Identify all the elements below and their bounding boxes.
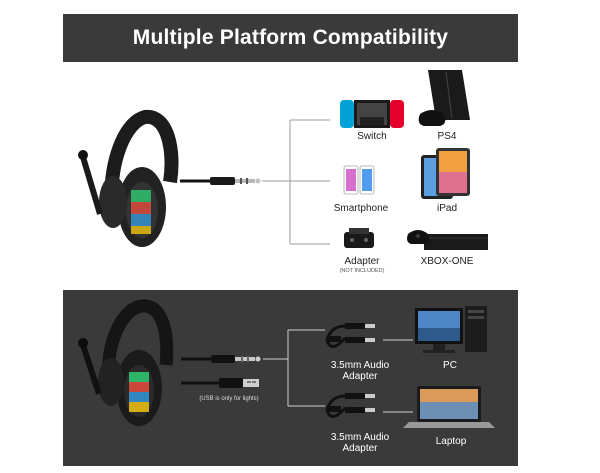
adapter-image xyxy=(344,228,374,248)
device-label-ps4: PS4 xyxy=(437,131,457,142)
device-label-adapter: Adapter xyxy=(344,256,380,267)
device-label-xbox-one: XBOX-ONE xyxy=(420,256,474,267)
ipad-image xyxy=(421,148,470,199)
audio-plug-bottom xyxy=(181,355,261,363)
audio-plug-top xyxy=(180,177,261,185)
connector-lines-bottom xyxy=(263,329,325,407)
adapter-note: (NOT INCLUDED) xyxy=(339,268,385,274)
headset-image-bottom xyxy=(78,299,174,426)
banner-title: Multiple Platform Compatibility xyxy=(132,26,449,49)
laptop-label: Laptop xyxy=(435,436,467,447)
usb-plug xyxy=(181,378,259,388)
smartphone-image xyxy=(343,165,375,195)
bottom-panel: (USB is only for lights) 3.5mm Audio Ada… xyxy=(63,290,518,466)
connector-lines-top xyxy=(262,119,330,245)
top-panel: Switch PS4 Smartphone iPad Adapter (NOT … xyxy=(0,62,600,288)
ps4-image xyxy=(418,70,470,126)
audio-adapter-1-label-line2: Adapter xyxy=(342,371,378,382)
headset-image-top xyxy=(78,109,179,247)
audio-adapter-1-image xyxy=(325,323,375,348)
audio-adapter-2-image xyxy=(325,393,375,418)
audio-adapter-2-label-line1: 3.5mm Audio xyxy=(330,432,390,443)
switch-image xyxy=(340,100,404,128)
audio-adapter-2-label-line2: Adapter xyxy=(342,443,378,454)
xbox-image xyxy=(407,230,488,250)
pc-label: PC xyxy=(443,360,457,371)
laptop-image xyxy=(403,386,495,428)
title-banner: Multiple Platform Compatibility xyxy=(63,14,518,62)
device-label-switch: Switch xyxy=(357,131,387,142)
device-label-ipad: iPad xyxy=(436,203,457,214)
usb-note: (USB is only for lights) xyxy=(199,396,259,402)
audio-adapter-1-label-line1: 3.5mm Audio xyxy=(330,360,390,371)
device-label-smartphone: Smartphone xyxy=(333,203,389,214)
pc-image xyxy=(415,306,487,353)
